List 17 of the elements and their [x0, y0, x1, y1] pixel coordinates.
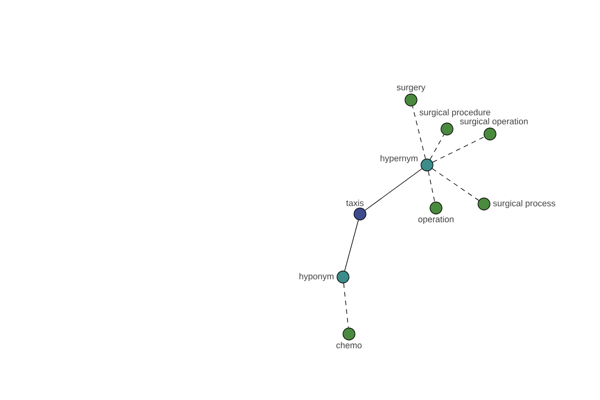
node-label: surgical procedure	[420, 109, 490, 118]
connector-line	[364, 168, 422, 211]
connector-line	[432, 168, 480, 201]
connector-line	[343, 282, 349, 328]
node-label: surgery	[396, 86, 426, 92]
connector-line	[344, 220, 359, 272]
node-label: operation	[418, 216, 454, 224]
connector-line	[412, 106, 426, 160]
node-label: surgical process	[493, 200, 556, 208]
connector-line	[432, 136, 485, 163]
node-label: chemo	[336, 342, 362, 348]
node-label: taxis	[346, 200, 364, 206]
node-label: hyponym	[300, 272, 334, 282]
connector-line	[428, 170, 436, 202]
node-label: hypernym	[380, 154, 418, 164]
node-label: surgical operation	[460, 118, 528, 126]
connector-line	[430, 134, 444, 160]
